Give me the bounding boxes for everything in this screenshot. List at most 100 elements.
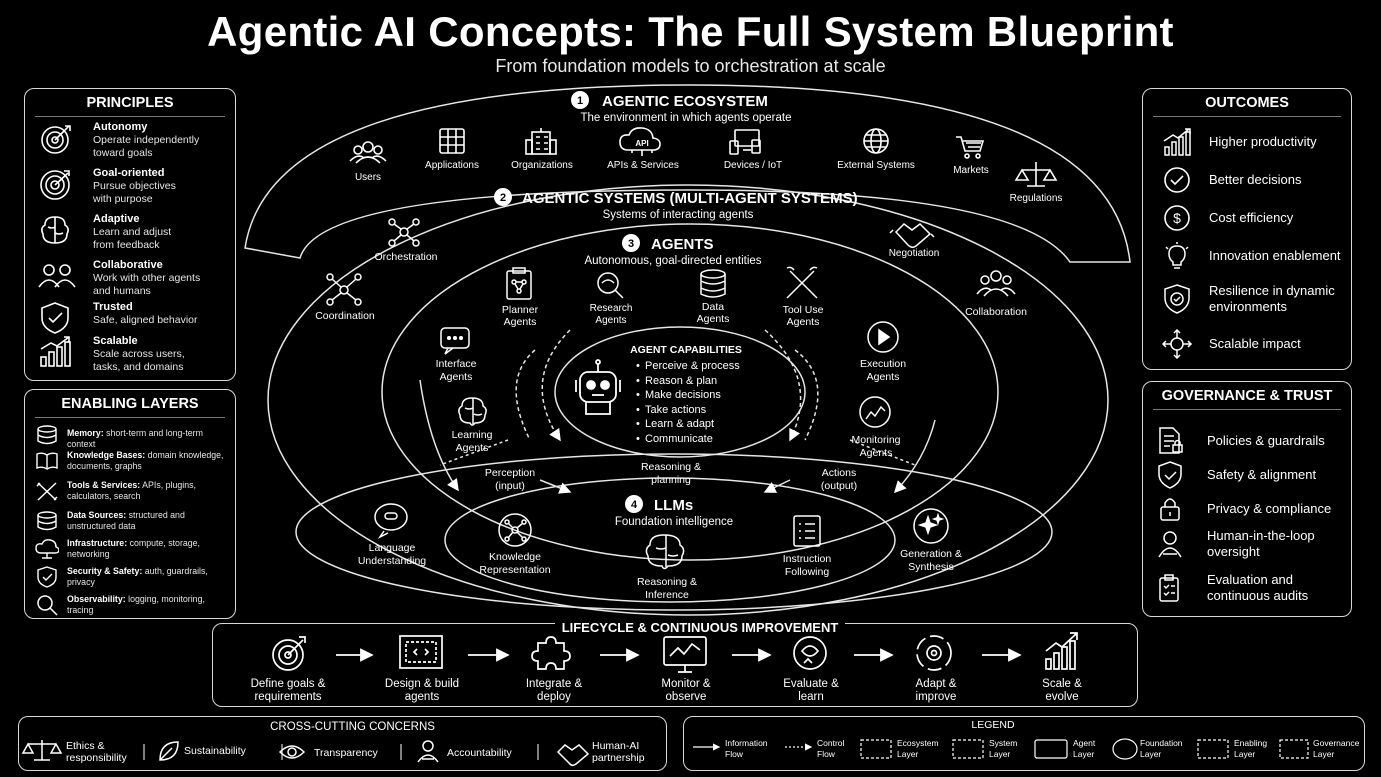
- principle-name: Adaptive: [93, 213, 140, 225]
- capability-item: Learn & adapt: [645, 418, 714, 430]
- legend-l1: Control: [817, 738, 845, 748]
- enabling-name: Knowledge Bases:: [67, 450, 146, 460]
- legend-l1: Agent: [1073, 738, 1096, 748]
- monitoring-agents-l2: Agents: [860, 447, 893, 459]
- globe-icon: [863, 128, 889, 154]
- lifecycle-steps: Define goals & requirements Design & bui…: [251, 632, 1082, 703]
- capability-item: Reason & plan: [645, 375, 717, 387]
- instruction-following-icon: [793, 515, 821, 547]
- database-icon: [37, 511, 57, 531]
- outcome-label: Better decisions: [1209, 172, 1302, 187]
- llm-item-language-l1: Language: [369, 542, 416, 554]
- book-icon: [36, 452, 58, 470]
- dollar-icon: $: [1164, 205, 1190, 231]
- generation-synthesis-icon: [913, 508, 949, 544]
- shield-check-icon: [1158, 461, 1182, 489]
- crosscutting-l2: partnership: [592, 752, 645, 764]
- enabling-line: documents, graphs: [67, 461, 142, 471]
- svg-text:•: •: [636, 404, 640, 416]
- lifecycle-step-l2: deploy: [537, 691, 571, 703]
- governance-panel: GOVERNANCE & TRUST Policies & guardrails…: [1142, 381, 1352, 617]
- enabling-knowledge-bases: Knowledge Bases: domain knowledge,docume…: [35, 450, 231, 472]
- governance-title: GOVERNANCE & TRUST: [1161, 388, 1333, 404]
- monitoring-agents-l1: Monitoring: [851, 434, 900, 446]
- page-subtitle: From foundation models to orchestration …: [495, 56, 886, 76]
- legend-l1: System: [989, 738, 1017, 748]
- learning-agents-icon: [458, 397, 487, 426]
- governance-item: Policies & guardrails: [1155, 426, 1345, 456]
- systems-item-collaboration: Collaboration: [965, 306, 1027, 318]
- page-title: Agentic AI Concepts: The Full System Blu…: [207, 8, 1174, 55]
- enabling-line: tracing: [67, 605, 94, 615]
- building-icon: [525, 128, 557, 155]
- coordination-icon: [326, 273, 362, 306]
- outcomes-title: OUTCOMES: [1205, 95, 1289, 111]
- person-badge-icon: [417, 740, 439, 763]
- crosscutting-l1: Sustainability: [184, 745, 247, 757]
- capabilities-title: AGENT CAPABILITIES: [630, 344, 742, 356]
- shield-icon: [37, 566, 57, 588]
- llm-subtitle: Foundation intelligence: [615, 516, 733, 528]
- scales-icon: [1014, 162, 1058, 187]
- governance-label: Human-in-the-loop: [1207, 528, 1315, 543]
- crosscutting-l1: Transparency: [314, 747, 379, 759]
- padlock-icon: [1160, 498, 1180, 521]
- tools-icon: [36, 482, 58, 501]
- crosscutting-l1: Ethics &: [66, 740, 105, 752]
- flow-reasoning-l1: Reasoning &: [641, 461, 701, 473]
- database-icon: [37, 425, 57, 445]
- ecosystem-item-organizations: Organizations: [511, 160, 573, 171]
- llm-number: 4: [631, 499, 638, 511]
- enabling-title: ENABLING LAYERS: [61, 396, 199, 412]
- enabling-security: Security & Safety: auth, guardrails,priv…: [35, 566, 231, 588]
- enabling-line: APIs, plugins,: [142, 480, 196, 490]
- principle-line: from feedback: [93, 239, 160, 251]
- legend-l1: Governance: [1313, 738, 1360, 748]
- principle-line: Pursue objectives: [93, 180, 176, 192]
- lifecycle-step-l2: agents: [405, 691, 440, 703]
- enabling-name: Tools & Services:: [67, 480, 141, 490]
- legend-solid-box-swatch: [1034, 739, 1068, 759]
- legend-l2: Layer: [897, 749, 918, 759]
- ecosystem-item-devices: Devices / IoT: [724, 160, 782, 171]
- svg-text:•: •: [636, 375, 640, 387]
- enabling-tools: Tools & Services: APIs, plugins,calculat…: [35, 480, 231, 502]
- governance-label: Evaluation and: [1207, 572, 1294, 587]
- enabling-line: unstructured data: [67, 521, 136, 531]
- interface-agents-l1: Interface: [436, 358, 477, 370]
- handshake-icon: [556, 744, 590, 767]
- legend-l2: Layer: [1073, 749, 1094, 759]
- legend-title: LEGEND: [971, 719, 1015, 731]
- outcome-label: Resilience in dynamic: [1209, 283, 1335, 298]
- lifecycle-title: LIFECYCLE & CONTINUOUS IMPROVEMENT: [555, 620, 845, 635]
- legend-dashed-box-swatch: [1197, 739, 1229, 759]
- lifecycle-step-l1: Evaluate &: [783, 678, 839, 690]
- lifecycle-step-l1: Integrate &: [526, 678, 583, 690]
- systems-layer-outline: [267, 184, 1109, 616]
- governance-label: Safety & alignment: [1207, 467, 1317, 482]
- lifecycle-step-l2: learn: [798, 691, 824, 703]
- llm-item-instruction-l2: Following: [785, 566, 830, 578]
- brain-icon: [41, 216, 69, 244]
- principle-line: toward goals: [93, 147, 153, 159]
- target-icon: [272, 636, 306, 671]
- legend-l2: Layer: [1313, 749, 1334, 759]
- enabling-name: Data Sources:: [67, 510, 127, 520]
- crosscutting-l1: Human-AI: [592, 740, 639, 752]
- llm-item-generation-l2: Synthesis: [908, 561, 954, 573]
- svg-text:•: •: [636, 389, 640, 401]
- learning-agents-l1: Learning: [452, 429, 493, 441]
- enabling-line: compute, storage,: [129, 538, 200, 548]
- planner-agents-l2: Agents: [504, 316, 537, 328]
- legend-l1: Enabling: [1234, 738, 1267, 748]
- lifecycle-step-l2: requirements: [254, 691, 321, 703]
- principle-name: Goal-oriented: [93, 167, 165, 179]
- flow-actions-l2: (output): [821, 480, 857, 492]
